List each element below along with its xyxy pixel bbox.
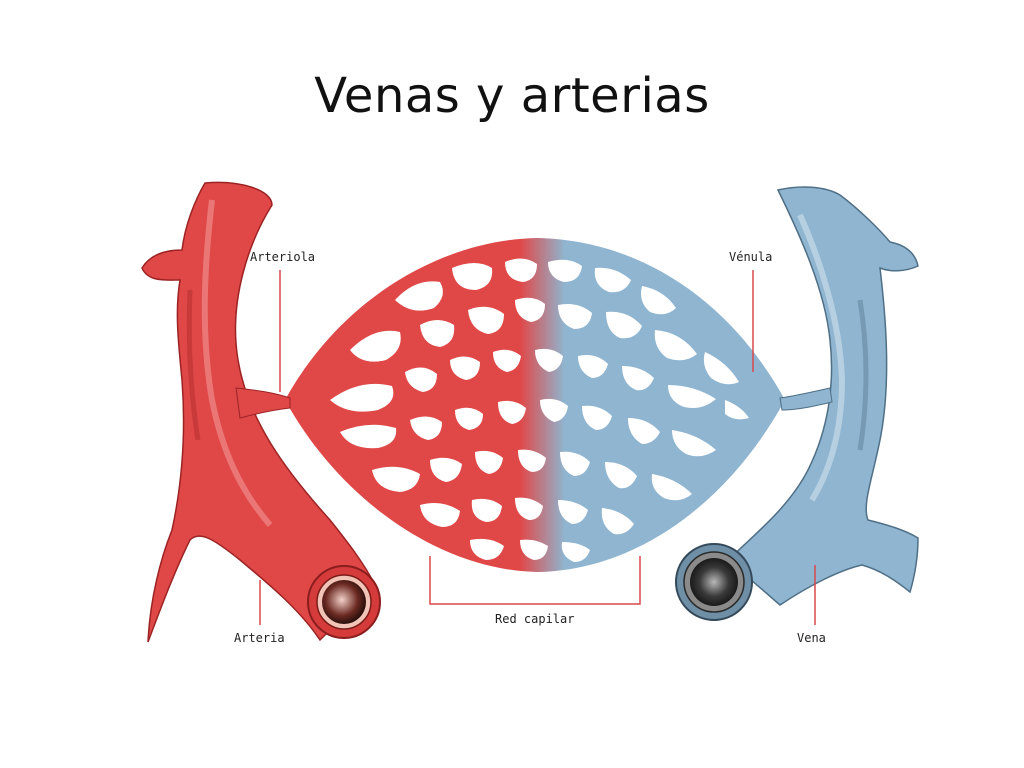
artery-label: Arteria bbox=[234, 631, 285, 645]
leader-lines bbox=[259, 270, 816, 625]
vein-cross-section bbox=[675, 543, 753, 621]
artery-cross-section bbox=[307, 565, 381, 639]
slide-title: Venas y arterias bbox=[314, 68, 710, 124]
venule-label: Vénula bbox=[729, 250, 772, 264]
vein-vessel bbox=[675, 186, 919, 621]
capillary-gaps bbox=[330, 258, 749, 562]
artery-vessel bbox=[141, 181, 381, 643]
vein-label: Vena bbox=[797, 631, 826, 645]
capillary-network-bracket bbox=[429, 556, 641, 605]
capillary-network-label: Red capilar bbox=[495, 612, 574, 626]
capillary-network bbox=[285, 238, 785, 572]
arteriole-label: Arteriola bbox=[250, 250, 315, 264]
